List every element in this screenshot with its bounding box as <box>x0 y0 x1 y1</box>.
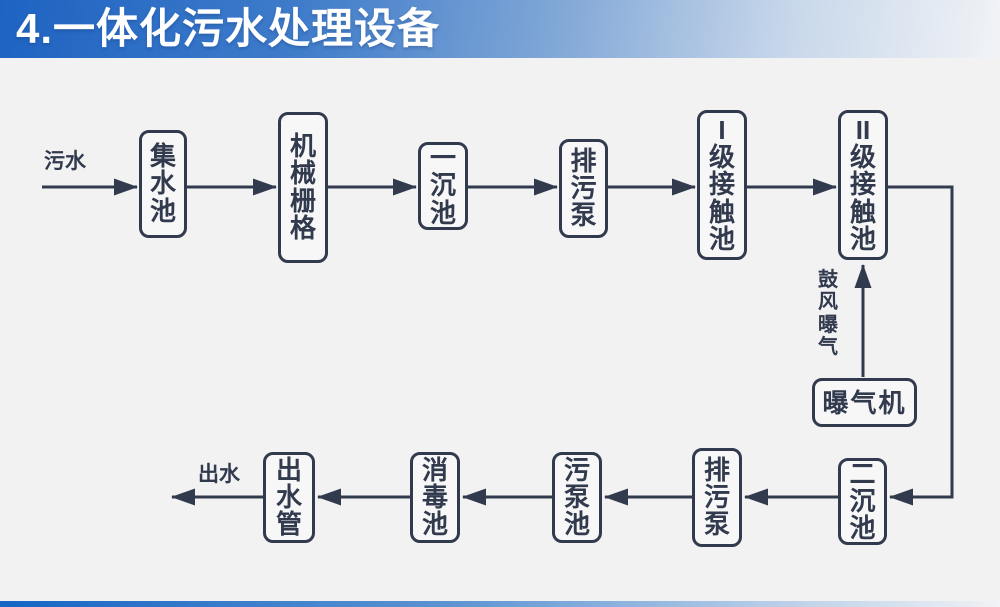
box-label: 二 沉 池 <box>849 458 876 544</box>
box-aerator: 曝气机 <box>812 378 917 427</box>
box-outlet-pipe: 出 水 管 <box>263 452 315 543</box>
box-label: 集 水 池 <box>149 141 176 226</box>
box-level-2-contact-tank: II 级 接 触 池 <box>838 110 888 260</box>
box-sewage-pump-2: 排 污 泵 <box>692 448 742 547</box>
box-label: 排 污 泵 <box>570 145 597 231</box>
box-primary-sedimentation-tank: 一 沉 池 <box>418 142 468 230</box>
connector-level2-to-secondary <box>888 185 954 506</box>
box-label: 一 沉 池 <box>429 143 456 228</box>
box-sewage-pump-1: 排 污 泵 <box>559 139 608 238</box>
slide-title: 4.一体化污水处理设备 <box>16 5 441 52</box>
box-label: 消 毒 池 <box>421 454 448 540</box>
box-label: 出 水 管 <box>275 454 302 540</box>
box-sludge-pump-tank: 污 泵 池 <box>552 452 602 543</box>
box-label: II 级 接 触 池 <box>849 114 876 254</box>
box-label: 排 污 泵 <box>703 454 730 540</box>
box-label: 机 械 栅 格 <box>289 130 316 243</box>
box-collecting-tank: 集 水 池 <box>139 130 187 238</box>
footer-accent-bar <box>0 601 1000 607</box>
label-blast-aeration: 鼓 风 曝 气 <box>818 269 838 359</box>
box-secondary-sedimentation-tank: 二 沉 池 <box>838 458 887 545</box>
box-disinfection-tank: 消 毒 池 <box>410 452 460 543</box>
box-level-1-contact-tank: I 级 接 触 池 <box>697 110 747 260</box>
box-label: 曝气机 <box>822 387 907 418</box>
box-label: I 级 接 触 池 <box>708 114 735 254</box>
label-outflow-water: 出水 <box>198 463 240 486</box>
box-mechanical-grid: 机 械 栅 格 <box>278 112 328 263</box>
slide-header: 4.一体化污水处理设备 <box>0 0 1000 58</box>
box-label: 污 泵 池 <box>563 454 590 540</box>
label-inflow-sewage: 污水 <box>44 150 86 173</box>
